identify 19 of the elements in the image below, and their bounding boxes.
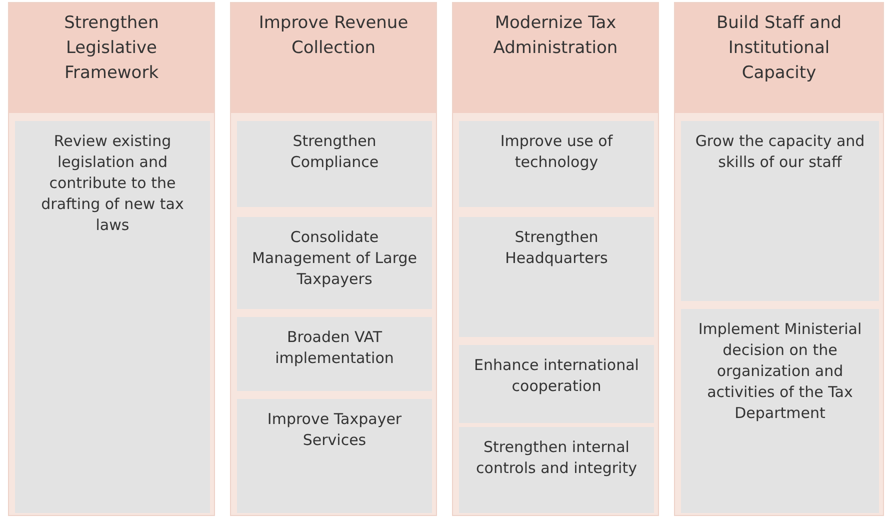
goal-text: Strengthen Headquarters [504,227,609,269]
pillar-title: Improve Revenue Collection [258,12,410,60]
goal-text: Enhance international cooperation [473,355,640,397]
goal-text: Review existing legislation and contribute to the drafting of new tax laws [40,131,185,236]
pillar-title: Modernize Tax Administration [492,12,619,60]
pillar-panel [230,2,437,516]
pillar-panel [452,2,659,516]
pillar-title: Build Staff and Institutional Capacity [715,12,843,85]
pillar-panel [674,2,884,516]
goal-text: Grow the capacity and skills of our staff [694,131,866,173]
goal-text: Consolidate Management of Large Taxpayers [250,227,418,290]
goal-text: Broaden VAT implementation [274,327,395,369]
pillar-title: Strengthen Legislative Framework [63,12,160,85]
goal-text: Implement Ministerial decision on the organization and activities of the Tax Department [697,319,863,424]
goal-text: Improve Taxpayer Services [266,409,403,451]
goal-text: Improve use of technology [499,131,614,173]
pillar-panel [8,2,215,516]
goal-text: Strengthen internal controls and integrity [475,437,638,479]
goal-text: Strengthen Compliance [289,131,380,173]
